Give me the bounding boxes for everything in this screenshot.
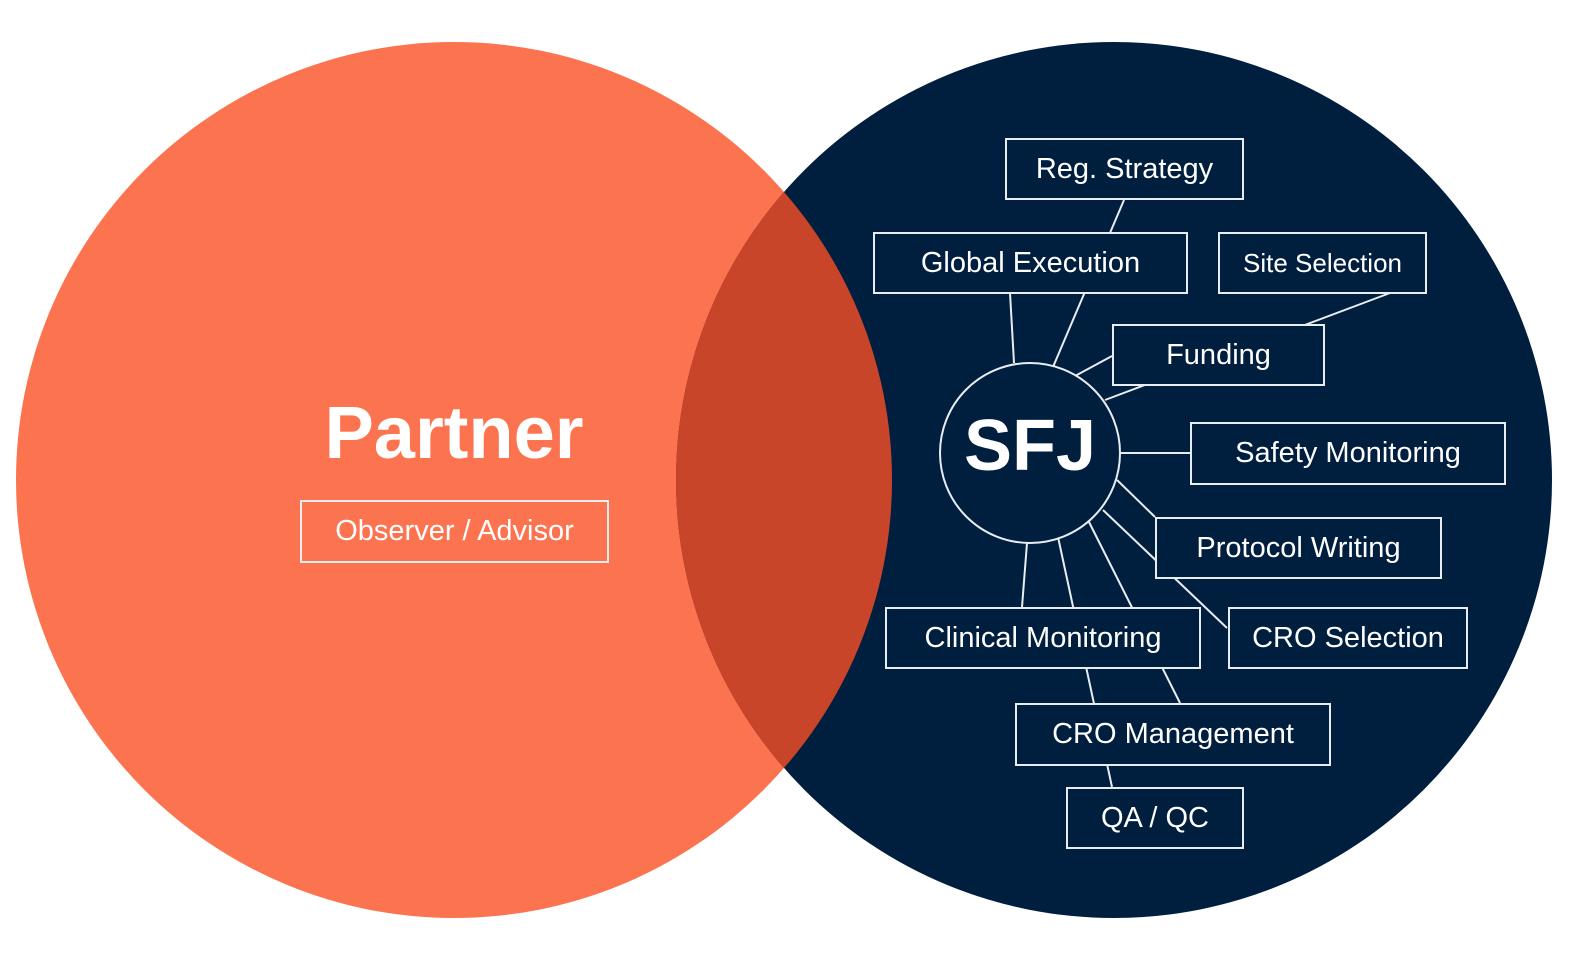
connector-line <box>1116 479 1156 518</box>
service-site-selection: Site Selection <box>1218 232 1427 294</box>
service-protocol-writing: Protocol Writing <box>1155 517 1442 579</box>
sfj-hub-circle <box>939 362 1121 544</box>
service-cro-management: CRO Management <box>1015 703 1331 766</box>
connector-line <box>1021 542 1028 608</box>
service-funding: Funding <box>1112 324 1325 386</box>
service-qa-qc: QA / QC <box>1066 787 1244 849</box>
connector-line <box>1009 292 1015 364</box>
service-reg-strategy: Reg. Strategy <box>1005 138 1244 200</box>
service-cro-selection: CRO Selection <box>1228 607 1468 669</box>
partner-circle <box>16 42 892 918</box>
partner-role-box: Observer / Advisor <box>300 500 609 563</box>
partner-title: Partner <box>324 391 584 474</box>
connector-line <box>1074 355 1113 377</box>
service-safety-monitoring: Safety Monitoring <box>1190 422 1506 485</box>
service-global-execution: Global Execution <box>873 232 1188 294</box>
sfj-title: SFJ <box>963 406 1097 486</box>
service-clinical-monitoring: Clinical Monitoring <box>885 607 1201 669</box>
